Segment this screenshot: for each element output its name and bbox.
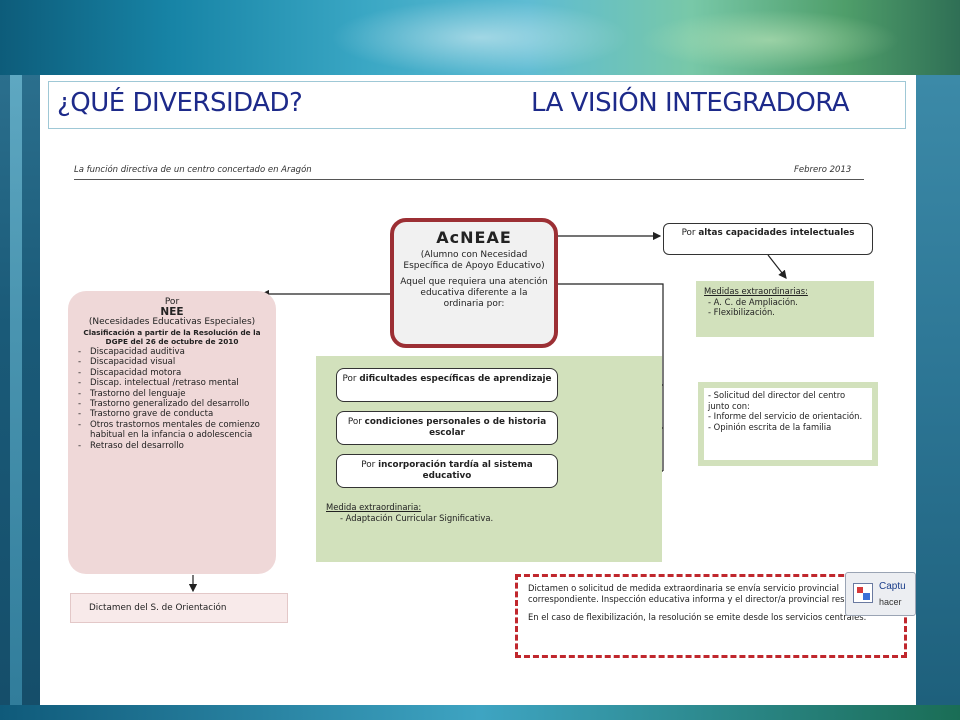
- cause-prefix: Por: [361, 460, 376, 470]
- dictamen-paragraph-1: Dictamen o solicitud de medida extraordi…: [528, 583, 871, 604]
- altas-prefix: Por: [681, 228, 696, 238]
- nee-list: Discapacidad auditiva Discapacidad visua…: [78, 347, 266, 451]
- solicitud-item: - Opinión escrita de la familia: [708, 421, 832, 432]
- medidas-item: - A. C. de Ampliación.: [708, 296, 798, 307]
- solicitud-item: - Solicitud del director del centro junt…: [708, 390, 846, 411]
- altas-text: altas capacidades intelectuales: [698, 228, 855, 238]
- capture-popup-subtitle: hacer: [879, 597, 902, 607]
- banner-map-glow: [640, 10, 900, 70]
- medidas-item: - Flexibilización.: [708, 307, 775, 317]
- capture-popup[interactable]: Captu hacer: [845, 572, 916, 616]
- cause-text: condiciones personales o de historia esc…: [364, 417, 547, 438]
- nee-item: Discapacidad motora: [78, 368, 266, 378]
- dictamen-procedure-box: Dictamen o solicitud de medida extraordi…: [515, 574, 907, 658]
- solicitud-item: - Informe del servicio de orientación.: [708, 411, 863, 421]
- altas-capacidades-box: Por altas capacidades intelectuales: [663, 223, 873, 255]
- solicitud-box: - Solicitud del director del centro junt…: [698, 382, 878, 466]
- cause-prefix: Por: [347, 417, 362, 427]
- cause-text: dificultades específicas de aprendizaje: [359, 374, 552, 384]
- banner-glow: [330, 0, 630, 75]
- causes-panel: Por dificultades específicas de aprendiz…: [316, 356, 662, 562]
- nee-item: Trastorno del lenguaje: [78, 389, 266, 399]
- acneae-subtitle: (Alumno con Necesidad Específica de Apoy…: [403, 250, 545, 271]
- bracket-causes: [558, 283, 664, 471]
- medida-extraordinaria-item: - Adaptación Curricular Significativa.: [340, 513, 494, 523]
- nee-item: Trastorno grave de conducta: [78, 409, 266, 419]
- capture-popup-title: Captu: [879, 581, 906, 592]
- acneae-box: AcNEAE (Alumno con Necesidad Específica …: [390, 218, 558, 348]
- left-decoration: [0, 75, 40, 705]
- nee-por: Por: [164, 297, 180, 307]
- cause-box-1: Por dificultades específicas de aprendiz…: [336, 368, 558, 402]
- nee-subtitle: (Necesidades Educativas Especiales): [88, 317, 256, 327]
- acneae-description: Aquel que requiera una atención educativ…: [400, 277, 548, 309]
- medida-extraordinaria-label: Medida extraordinaria:: [326, 502, 422, 512]
- nee-item: Discapacidad visual: [78, 357, 266, 367]
- medidas-extraordinarias-box: Medidas extraordinarias: - A. C. de Ampl…: [696, 281, 874, 337]
- dictamen-orientacion-box: Dictamen del S. de Orientación: [70, 593, 288, 623]
- scanned-document: La función directiva de un centro concer…: [48, 138, 914, 704]
- nee-item: Otros trastornos mentales de comienzo ha…: [78, 420, 266, 441]
- nee-item: Trastorno generalizado del desarrollo: [78, 399, 266, 409]
- arrow-to-medidas: [767, 254, 787, 279]
- dictamen-paragraph-2: En el caso de flexibilización, la resolu…: [528, 612, 867, 623]
- document-header-left: La función directiva de un centro concer…: [74, 165, 312, 175]
- slide-title-right: LA VISIÓN INTEGRADORA: [531, 88, 850, 118]
- solicitud-content: - Solicitud del director del centro junt…: [704, 388, 872, 460]
- cause-box-2: Por condiciones personales o de historia…: [336, 411, 558, 445]
- cause-box-3: Por incorporación tardía al sistema educ…: [336, 454, 558, 488]
- slide-title-left: ¿QUÉ DIVERSIDAD?: [57, 88, 303, 118]
- medida-extraordinaria: Medida extraordinaria: - Adaptación Curr…: [326, 502, 493, 524]
- medidas-label: Medidas extraordinarias:: [704, 286, 808, 296]
- document-header-rule: [74, 179, 864, 180]
- nee-box: Por NEE (Necesidades Educativas Especial…: [68, 291, 276, 574]
- acneae-title: AcNEAE: [436, 228, 512, 247]
- cause-prefix: Por: [342, 374, 357, 384]
- cause-text: incorporación tardía al sistema educativ…: [378, 460, 533, 481]
- document-header-right: Febrero 2013: [794, 165, 852, 175]
- left-decoration-band: [10, 75, 22, 705]
- nee-title: NEE: [160, 306, 184, 318]
- nee-item: Discap. intelectual /retraso mental: [78, 378, 266, 388]
- bottom-decoration: [0, 705, 960, 720]
- header-banner: [0, 0, 960, 75]
- slide-title-box: ¿QUÉ DIVERSIDAD? LA VISIÓN INTEGRADORA: [48, 81, 906, 129]
- nee-item: Retraso del desarrollo: [78, 441, 266, 451]
- nee-classification: Clasificación a partir de la Resolución …: [83, 328, 261, 346]
- capture-app-icon: [853, 583, 873, 603]
- right-decoration: [916, 75, 960, 705]
- nee-item: Discapacidad auditiva: [78, 347, 266, 357]
